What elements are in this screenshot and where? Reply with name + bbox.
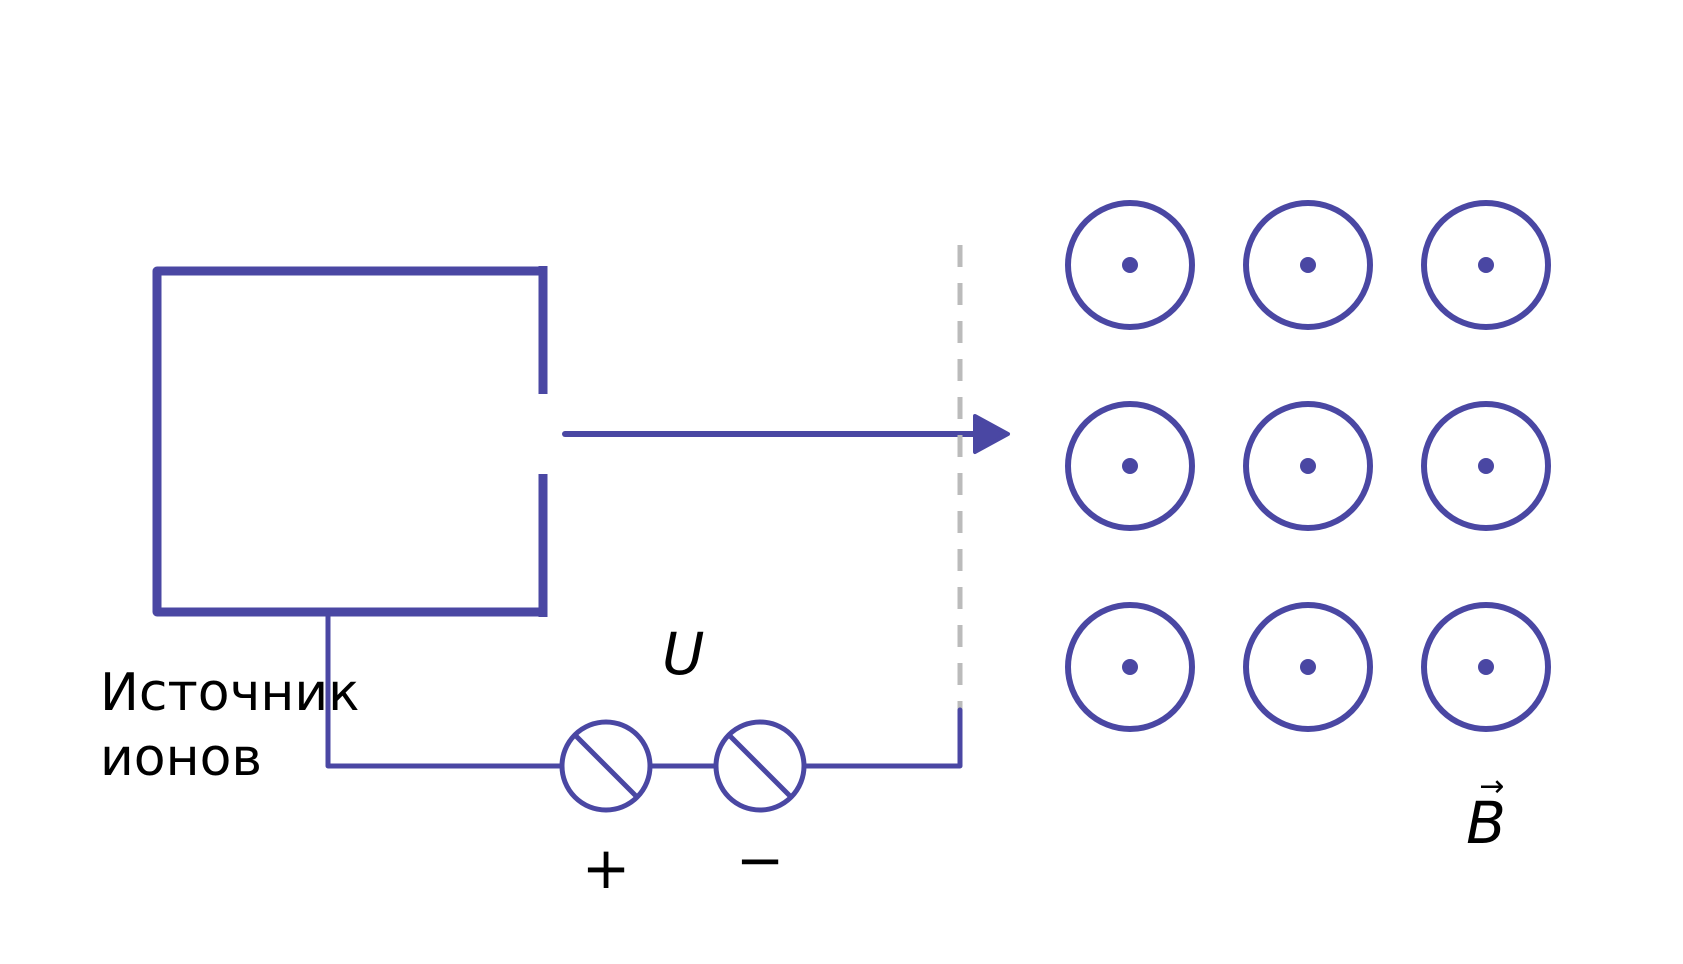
dot-in-circle-icon — [1421, 401, 1551, 531]
dot-in-circle-icon — [1421, 602, 1551, 732]
terminal-minus-icon — [713, 719, 807, 813]
ion-source-box — [152, 266, 548, 617]
wire-left — [325, 612, 564, 769]
arrow-right-icon — [973, 414, 1010, 454]
minus-sign-label: − — [736, 826, 785, 894]
ion-source-label-line1: Источник — [100, 663, 360, 723]
magnetic-field-label: B — [1466, 789, 1506, 857]
terminal-plus-slash — [573, 733, 639, 799]
ion-source-label-line2: ионов — [100, 728, 262, 788]
magnetic-field-grid — [1065, 200, 1551, 732]
dot-in-circle-icon — [1065, 602, 1195, 732]
wire-right — [802, 707, 963, 769]
plus-sign-label: + — [582, 834, 631, 902]
terminal-minus-slash — [727, 733, 793, 799]
terminal-minus-circle — [713, 719, 807, 813]
dot-in-circle-icon — [1065, 200, 1195, 330]
terminal-plus-icon — [559, 719, 653, 813]
terminal-plus-circle — [559, 719, 653, 813]
dot-in-circle-icon — [1243, 200, 1373, 330]
vector-arrow-label: → — [1479, 769, 1504, 804]
dot-in-circle-icon — [1243, 602, 1373, 732]
ion-source-box-body — [152, 266, 543, 617]
voltage-label: U — [662, 620, 704, 688]
dot-in-circle-icon — [1421, 200, 1551, 330]
circuit-wires — [325, 612, 963, 769]
ion-beam-arrow — [562, 414, 1010, 454]
dot-in-circle-icon — [1243, 401, 1373, 531]
dot-in-circle-icon — [1065, 401, 1195, 531]
